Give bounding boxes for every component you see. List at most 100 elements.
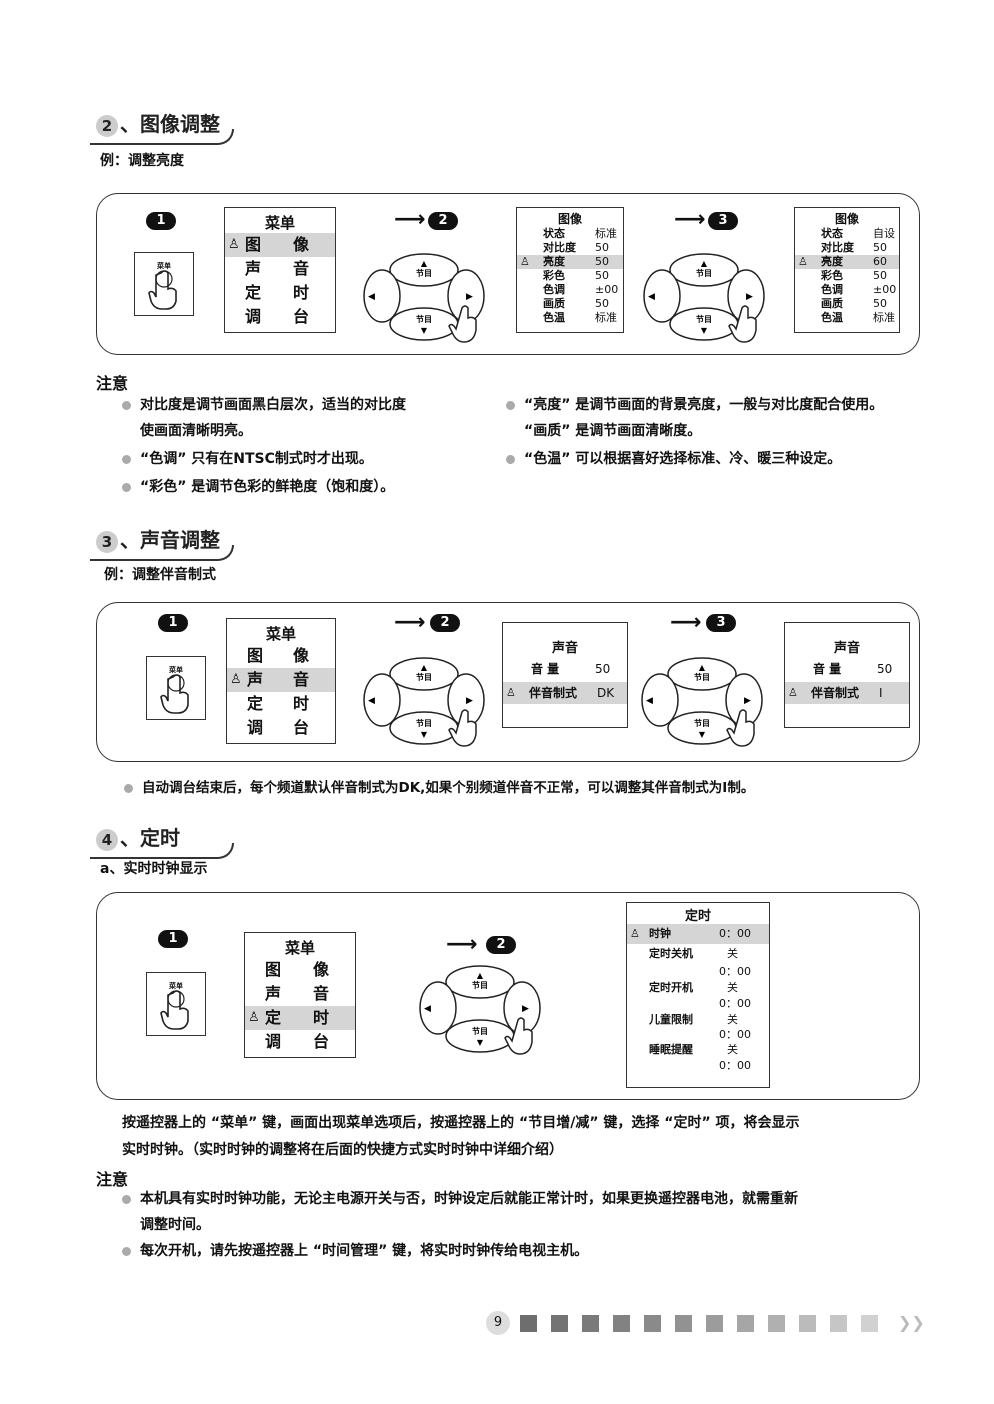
bullet-icon [122, 1194, 131, 1204]
screen-row: 色温标准 [821, 311, 895, 324]
svg-text:▶: ▶ [744, 696, 751, 706]
svg-text:▶: ▶ [466, 696, 473, 706]
arrow-icon: ⟶ [394, 610, 426, 635]
footer-square [520, 1315, 537, 1332]
footer-square [551, 1315, 568, 1332]
menu-row-tuning: 调台 [247, 718, 309, 737]
menu-row-timer: 定时 [245, 283, 309, 302]
menu-key-illustration: 菜单 [146, 656, 206, 720]
bullet-icon [122, 454, 131, 464]
note-item-cont: “画质” 是调节画面清晰度。 [524, 423, 702, 439]
section-title-picture: 2、图像调整 [90, 106, 234, 145]
screen-row: 状态标准 [543, 227, 617, 240]
step-2-badge: 2 [430, 614, 460, 632]
menu-key-illustration: 菜单 [134, 252, 194, 316]
bullet-icon [122, 1246, 131, 1256]
cursor-icon: ♙ [520, 255, 530, 268]
screen-row: 0：00 [719, 997, 751, 1010]
step-2-badge: 2 [428, 212, 458, 230]
screen-title: 图像 [557, 212, 582, 226]
subsection-label: a、实时时钟显示 [100, 861, 208, 877]
menu-key-label: 菜单 [157, 262, 171, 270]
screen-row: 0：00 [719, 1028, 751, 1041]
screen-row: 0：00 [719, 965, 751, 978]
example-label: 例：调整伴音制式 [104, 567, 216, 583]
cursor-icon: ♙ [248, 1010, 260, 1025]
svg-text:▼: ▼ [421, 730, 428, 739]
footer-square [644, 1315, 661, 1332]
timer-description-line-1: 按遥控器上的 “菜单” 键，画面出现菜单选项后，按遥控器上的 “节目增/减” 键… [122, 1115, 800, 1131]
svg-text:节目: 节目 [416, 672, 432, 682]
note-item: “色调” 只有在NTSC制式时才出现。 [122, 446, 373, 472]
menu-row-sound: 声音 [245, 259, 309, 278]
note-item: “彩色” 是调节色彩的鲜艳度（饱和度）。 [122, 474, 394, 500]
main-menu-screen: 菜单 图像 ♙声音 定时 调台 [226, 618, 336, 744]
svg-text:▲: ▲ [477, 971, 484, 980]
menu-row-tuning: 调台 [265, 1032, 329, 1051]
cursor-icon: ♙ [228, 237, 240, 252]
dpad-illustration: ▲ 节目 节目 ▼ ◀ ▶ [363, 253, 485, 343]
screen-row: 定时关机关 [649, 947, 738, 960]
hand-press-icon [160, 990, 189, 1030]
menu-title: 菜单 [284, 939, 315, 957]
menu-row-timer: ♙定时 [245, 1006, 355, 1030]
menu-row-picture: 图像 [247, 646, 309, 665]
svg-text:◀: ◀ [368, 292, 375, 302]
footer-square [706, 1315, 723, 1332]
svg-text:节目: 节目 [472, 980, 488, 990]
screen-title: 图像 [834, 212, 859, 226]
timer-description-line-2: 实时时钟。（实时时钟的调整将在后面的快捷方式实时时钟中详细介绍） [122, 1142, 563, 1158]
svg-text:▼: ▼ [421, 326, 428, 335]
screen-row: 状态自设 [821, 227, 895, 240]
svg-text:▶: ▶ [746, 292, 753, 302]
section-title-text: 、声音调整 [120, 528, 220, 552]
svg-text:节目: 节目 [416, 718, 432, 728]
arrow-icon: ⟶ [394, 207, 426, 232]
note-item: “亮度” 是调节画面的背景亮度，一般与对比度配合使用。 [506, 392, 883, 418]
menu-key-illustration: 菜单 [146, 972, 206, 1036]
title-underline [90, 545, 234, 561]
svg-text:节目: 节目 [696, 268, 712, 278]
notes-heading: 注意 [96, 1170, 129, 1189]
screen-row: 0：00 [719, 1059, 751, 1072]
svg-text:节目: 节目 [694, 718, 710, 728]
footer-square [799, 1315, 816, 1332]
screen-title: 声音 [833, 641, 860, 656]
svg-text:▲: ▲ [701, 259, 708, 268]
section-title-timer: 4、定时 [90, 820, 234, 859]
footer-square [582, 1315, 599, 1332]
title-underline [90, 843, 234, 859]
cursor-icon: ♙ [506, 686, 516, 699]
arrow-icon: ⟶ [674, 207, 706, 232]
bullet-icon [122, 482, 131, 492]
svg-text:▶: ▶ [522, 1004, 529, 1014]
dpad-illustration: ▲ 节目 节目 ▼ ◀ ▶ [363, 657, 485, 747]
svg-text:▼: ▼ [477, 1038, 484, 1047]
screen-title: 定时 [684, 909, 711, 924]
svg-text:节目: 节目 [696, 314, 712, 324]
bullet-icon [506, 454, 515, 464]
hand-press-icon [160, 674, 189, 714]
svg-text:▲: ▲ [699, 663, 706, 672]
cursor-icon: ♙ [788, 686, 798, 699]
footer-square [830, 1315, 847, 1332]
main-menu-screen: 菜单 图像 声音 ♙定时 调台 [244, 932, 356, 1058]
footer-square [768, 1315, 785, 1332]
menu-row-tuning: 调台 [245, 307, 309, 326]
step-2-badge: 2 [486, 936, 516, 954]
screen-row: 色温标准 [543, 311, 617, 324]
page-number: 9 [486, 1311, 510, 1335]
menu-key-label: 菜单 [169, 666, 183, 674]
menu-row-picture: 图像 [265, 960, 329, 979]
section-title-sound: 3、声音调整 [90, 522, 234, 561]
